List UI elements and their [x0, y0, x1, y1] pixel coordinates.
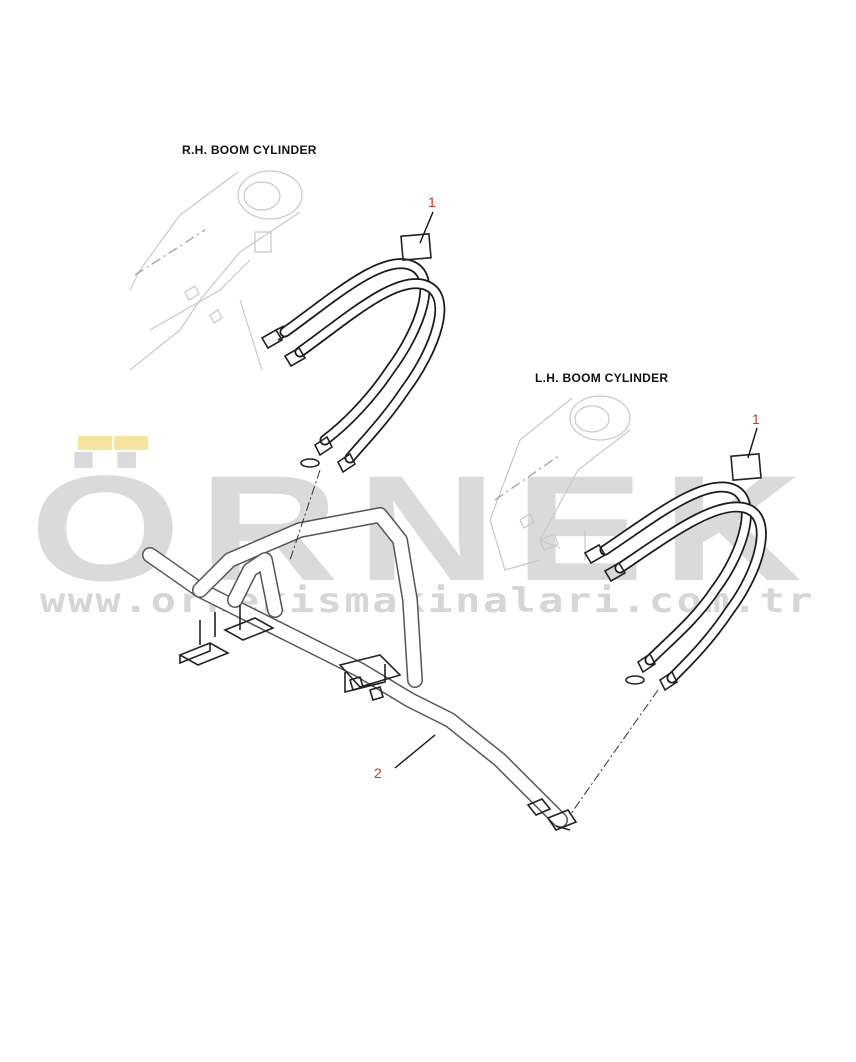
leader-2 — [394, 734, 436, 769]
callout-1-lh: 1 — [752, 411, 760, 427]
lh-boom-cylinder — [489, 395, 631, 571]
rh-cylinder-label: R.H. BOOM CYLINDER — [182, 143, 317, 157]
hose-assembly-lh — [583, 452, 767, 692]
tube-assembly — [142, 507, 578, 831]
watermark-umlaut-left — [78, 436, 112, 450]
lh-cylinder-label: L.H. BOOM CYLINDER — [535, 371, 668, 385]
hose-assembly-rh — [260, 232, 446, 474]
watermark-url: www.ornekismakinalari.com.tr — [40, 581, 815, 621]
callout-1-rh: 1 — [428, 194, 436, 210]
rh-boom-cylinder — [129, 170, 303, 371]
leader-1-lh — [747, 427, 758, 459]
callout-2: 2 — [374, 765, 382, 781]
watermark-umlaut-right — [114, 436, 148, 450]
leader-1-rh — [419, 211, 434, 244]
watermark: ÖRNEK www.ornekismakinalari.com.tr — [30, 436, 815, 621]
